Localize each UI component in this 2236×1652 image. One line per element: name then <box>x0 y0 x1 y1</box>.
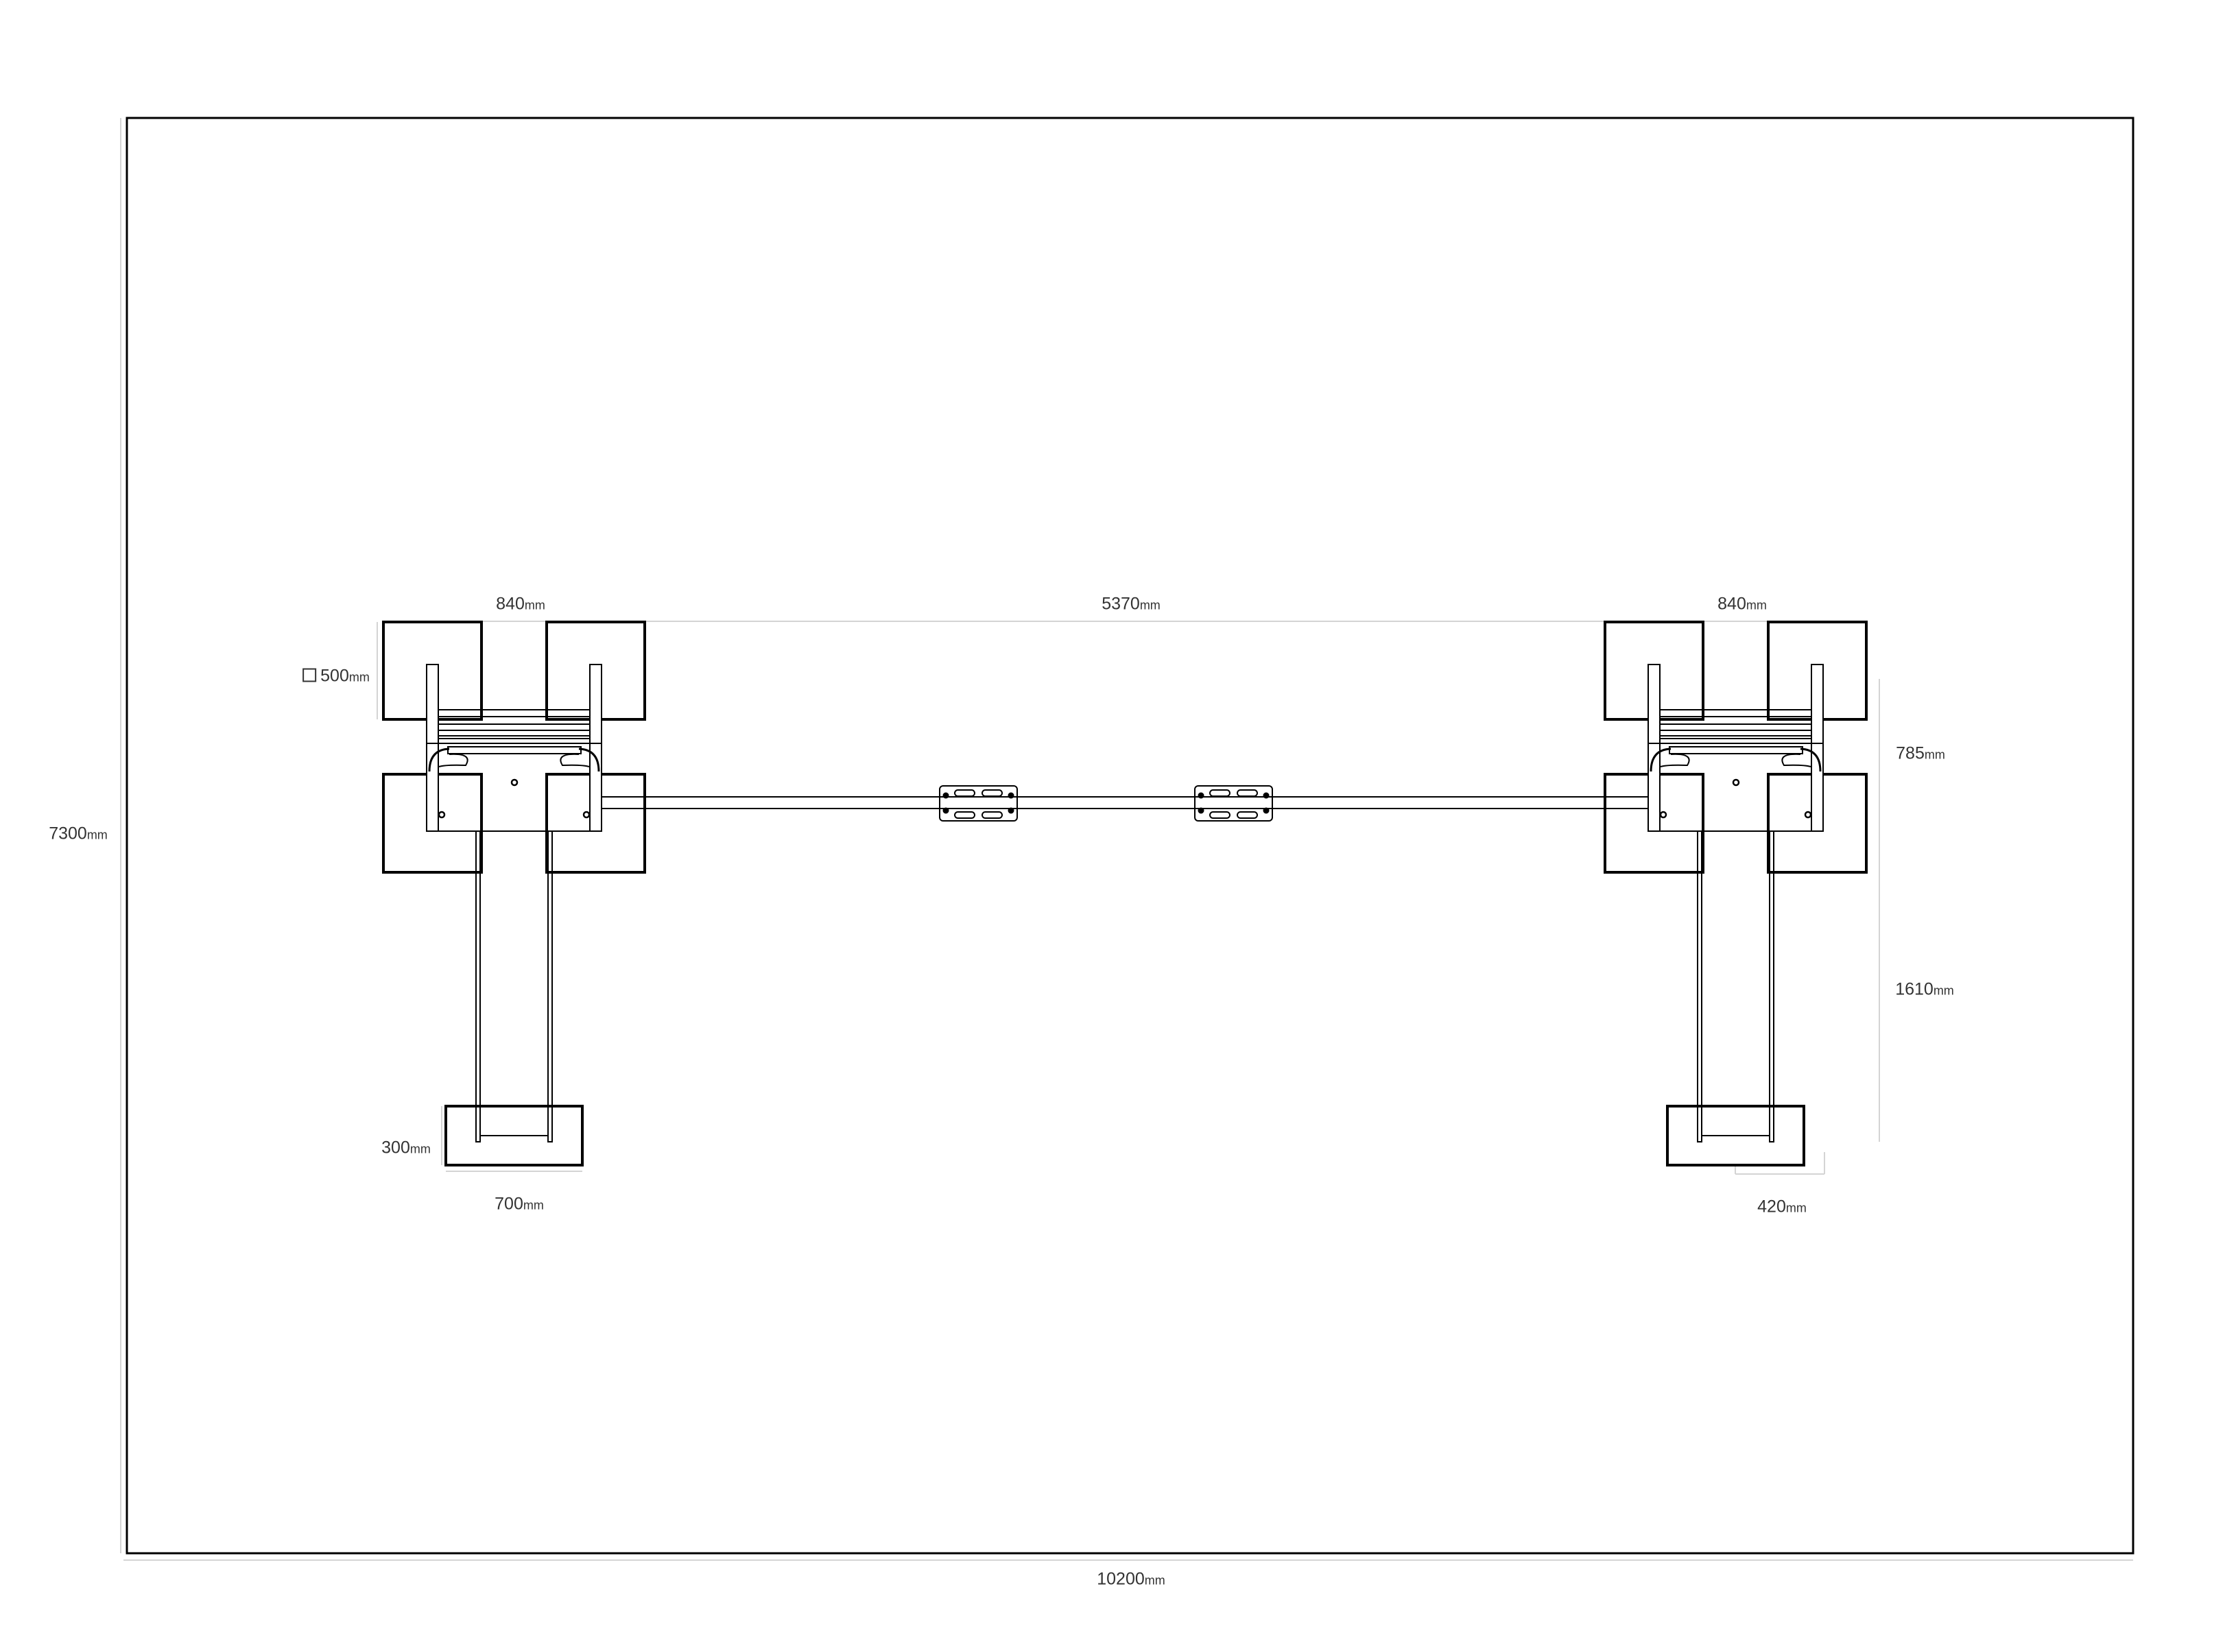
dim-785: 785mm <box>1896 743 1945 763</box>
site-boundary <box>126 117 2134 1555</box>
clamp-slot <box>1209 811 1230 819</box>
base-frame <box>1648 743 1824 832</box>
rail-clamp-2 <box>1194 785 1273 822</box>
dim-7300: 7300mm <box>49 824 108 843</box>
base-frame <box>426 743 602 832</box>
clamp-plate <box>939 785 1018 822</box>
dim-500-square: 500mm <box>302 667 370 686</box>
clamp-bolt <box>1198 792 1204 799</box>
leg-right <box>547 830 553 1142</box>
post-right <box>589 664 602 832</box>
footing <box>444 1105 584 1166</box>
post-left <box>1648 664 1661 832</box>
dim-420: 420mm <box>1757 1197 1807 1217</box>
square-symbol-icon <box>302 668 317 682</box>
crossbar <box>447 746 582 754</box>
clamp-bolt <box>942 792 949 799</box>
leg-left <box>475 830 481 1142</box>
leg-left <box>1697 830 1702 1142</box>
clamp-bolt <box>1263 792 1270 799</box>
dim-840-right: 840mm <box>1717 594 1767 614</box>
clamp-curve-left <box>438 753 468 767</box>
rail-clamp-1 <box>939 785 1018 822</box>
clamp-curve-right <box>560 753 590 767</box>
elbow-left <box>428 747 450 772</box>
bolt-dot <box>1732 778 1740 787</box>
crossbar <box>1669 746 1803 754</box>
footing <box>1666 1105 1805 1166</box>
dim-5370: 5370mm <box>1102 594 1161 614</box>
clamp-curve-right <box>1781 753 1811 767</box>
clamp-slot <box>982 811 1003 819</box>
clamp-curve-left <box>1660 753 1690 767</box>
clamp-plate <box>1194 785 1273 822</box>
elbow-right <box>578 747 600 772</box>
elbow-right <box>1800 747 1822 772</box>
dim-840-left: 840mm <box>496 594 545 614</box>
clamp-slot <box>954 811 975 819</box>
bolt-dot <box>1659 811 1667 819</box>
bolt-dot <box>438 811 446 819</box>
post-right <box>1811 664 1824 832</box>
bolt-dot <box>1804 811 1812 819</box>
bolt-dot <box>510 778 519 787</box>
dim-700: 700mm <box>495 1194 544 1214</box>
module-left <box>382 621 646 1166</box>
bolt-dot <box>582 811 591 819</box>
elbow-left <box>1650 747 1672 772</box>
clamp-bolt <box>1008 792 1014 799</box>
clamp-slot <box>1237 811 1258 819</box>
dim-1610: 1610mm <box>1895 979 1954 999</box>
post-left <box>426 664 439 832</box>
dim-10200: 10200mm <box>1097 1569 1165 1589</box>
dim-300: 300mm <box>381 1138 431 1158</box>
leg-right <box>1769 830 1774 1142</box>
module-right <box>1604 621 1868 1166</box>
